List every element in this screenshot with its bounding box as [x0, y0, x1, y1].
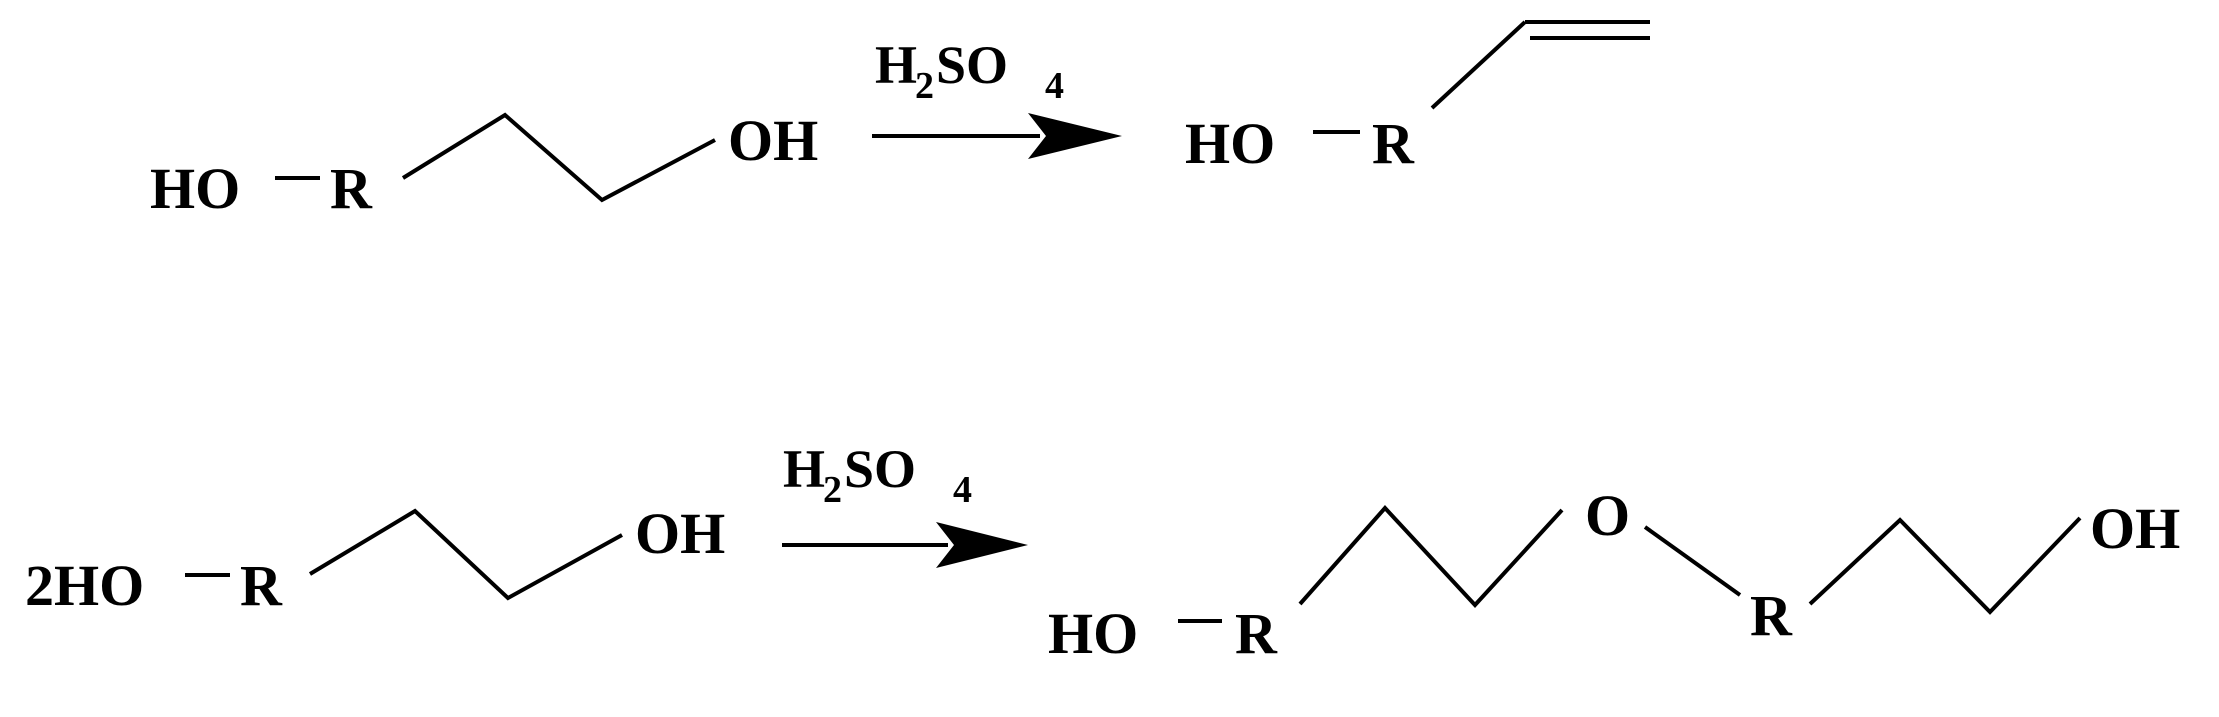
reaction-2-product: HO R O R OH [1048, 483, 2180, 666]
product-2-ho-label: HO [1048, 601, 1138, 666]
reaction-2-reagent: H 2 SO 4 [783, 439, 972, 511]
reactant-2-oh-label: OH [635, 501, 725, 566]
reaction-1-arrow-head [1028, 113, 1122, 159]
reaction-1-product: HO R [1185, 20, 1650, 176]
reagent-2-h: H [783, 439, 825, 499]
product-1-ho-label: HO [1185, 111, 1275, 176]
reagent-1-so: SO [936, 35, 1008, 95]
reagent-1-h: H [875, 35, 917, 95]
reactant-1-r-label: R [330, 156, 373, 221]
reagent-1-so-subscript: 4 [1045, 65, 1064, 107]
reaction-1-reagent: H 2 SO 4 [875, 35, 1064, 107]
reagent-2-so-subscript: 4 [953, 469, 972, 511]
reactant-1-chain [401, 112, 716, 203]
product-2-chain-left [1298, 505, 1564, 608]
reaction-1-arrow [872, 113, 1122, 159]
reaction-1: HO R OH H 2 SO 4 HO R [150, 20, 1650, 221]
reagent-2-h-subscript: 2 [823, 469, 842, 511]
reactant-2-r-label: R [240, 553, 283, 618]
reagent-2-so: SO [844, 439, 916, 499]
reactant-1-oh-label: OH [728, 108, 818, 173]
product-1-r-label: R [1372, 111, 1415, 176]
reaction-2-arrow-head [936, 522, 1028, 568]
product-1-vinyl-single-bond [1430, 20, 1527, 110]
reagent-1-h-subscript: 2 [915, 65, 934, 107]
reactant-2-ho-label: 2HO [25, 553, 144, 618]
product-2-ether-o-label: O [1585, 483, 1630, 548]
product-2-r2-label: R [1750, 583, 1793, 648]
reaction-2-reactant: 2HO R OH [25, 501, 725, 618]
product-2-o-r-bond [1643, 525, 1742, 597]
reactant-2-chain [308, 508, 623, 601]
product-2-r1-label: R [1235, 601, 1278, 666]
product-2-oh-label: OH [2090, 496, 2180, 561]
reaction-2: 2HO R OH H 2 SO 4 HO R O R OH [25, 439, 2180, 666]
reaction-2-arrow [782, 522, 1028, 568]
reactant-1-ho-label: HO [150, 156, 240, 221]
product-2-chain-right [1808, 516, 2082, 615]
reaction-1-reactant: HO R OH [150, 108, 818, 221]
